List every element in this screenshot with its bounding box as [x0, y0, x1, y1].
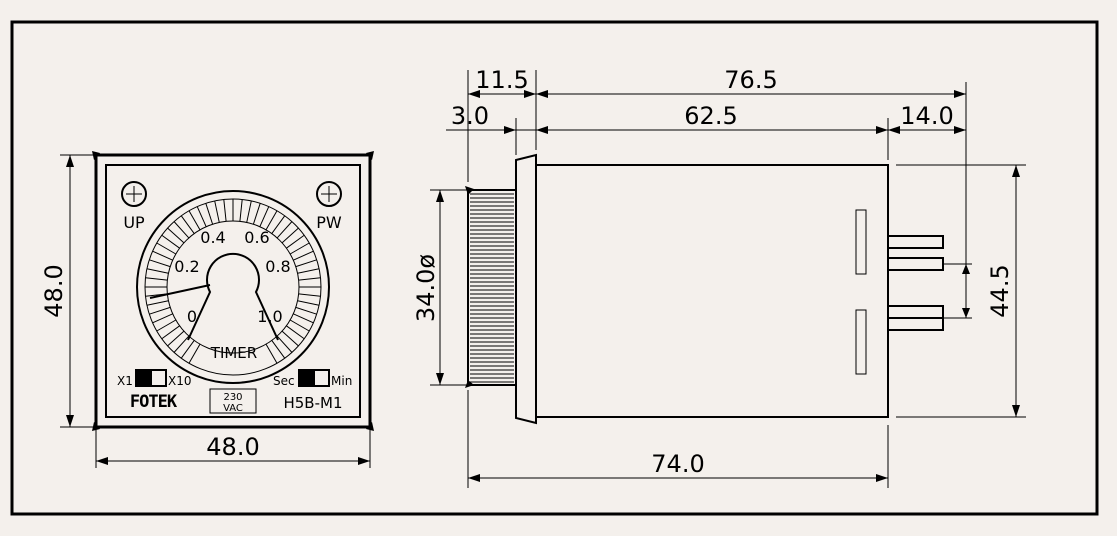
voltage-line2: VAC [223, 403, 243, 414]
connector-pins [887, 235, 944, 331]
dim-14-0-label: 14.0 [900, 102, 953, 130]
front-width-dimension: 48.0 [95, 427, 371, 468]
up-label: UP [123, 213, 145, 232]
front-height-dimension: 48.0 [40, 154, 100, 428]
knurled-knob [467, 189, 517, 386]
body-slot [855, 209, 867, 275]
front-width-label: 48.0 [206, 433, 259, 461]
dim-3-0-label: 3.0 [451, 102, 489, 130]
dim-knob-diameter: 34.0ø [412, 189, 468, 386]
dial-pointer [149, 284, 211, 299]
relay-body [535, 164, 889, 418]
range-switch-right-label: X10 [168, 374, 192, 388]
dim-11-5-label: 11.5 [475, 66, 528, 94]
voltage-line1: 230 [223, 392, 242, 403]
timer-knob[interactable] [187, 252, 279, 341]
drawing-frame [10, 20, 1099, 516]
up-led-icon [121, 181, 147, 207]
dim-76-5-label: 76.5 [724, 66, 777, 94]
dim-34-0-label: 34.0ø [412, 254, 440, 322]
dim-44-5-label: 44.5 [986, 264, 1014, 317]
front-bezel-inner [105, 164, 361, 418]
knob-knurling [470, 193, 514, 383]
corner-mark [366, 422, 374, 431]
corner-mark [366, 151, 374, 160]
pw-led-icon [316, 181, 342, 207]
body-slot [855, 309, 867, 375]
dial-label-0-2: 0.2 [174, 257, 199, 276]
unit-switch-left-label: Sec [273, 374, 295, 388]
dim-bottom-length: 74.0 [467, 390, 889, 488]
range-switch[interactable] [135, 369, 167, 387]
front-height-label: 48.0 [40, 264, 68, 317]
range-switch-left-label: X1 [117, 374, 133, 388]
dim-body-height: 44.5 [896, 164, 1026, 418]
pw-label: PW [316, 213, 342, 232]
dial-label-1-0: 1.0 [257, 307, 282, 326]
dial-label-0-4: 0.4 [200, 228, 225, 247]
front-bezel-outer [94, 153, 372, 429]
dim-74-0-label: 74.0 [651, 450, 704, 478]
dim-row-top: 11.5 76.5 [467, 66, 967, 264]
dial-label-0-6: 0.6 [244, 228, 269, 247]
brand-logo: FOTEK [130, 392, 178, 412]
timer-label: TIMER [210, 344, 257, 362]
voltage-box [209, 388, 257, 414]
model-label: H5B-M1 [283, 394, 342, 412]
front-flange [515, 153, 537, 425]
front-view: UP PW 0 0.2 0.4 0.6 0.8 1.0 TIMER X1 X10… [40, 151, 374, 468]
dial-label-0-8: 0.8 [265, 257, 290, 276]
side-view: 11.5 76.5 3.0 62.5 14.0 34.0ø [412, 66, 1026, 488]
dial-label-0: 0 [187, 307, 197, 326]
unit-switch-right-label: Min [331, 374, 352, 388]
dial-ticks [145, 199, 321, 364]
unit-switch[interactable] [298, 369, 330, 387]
dim-62-5-label: 62.5 [684, 102, 737, 130]
dial-scale-inner [166, 220, 300, 354]
dial-outer-ring [136, 190, 330, 384]
dim-row-second: 3.0 62.5 14.0 [446, 102, 966, 160]
